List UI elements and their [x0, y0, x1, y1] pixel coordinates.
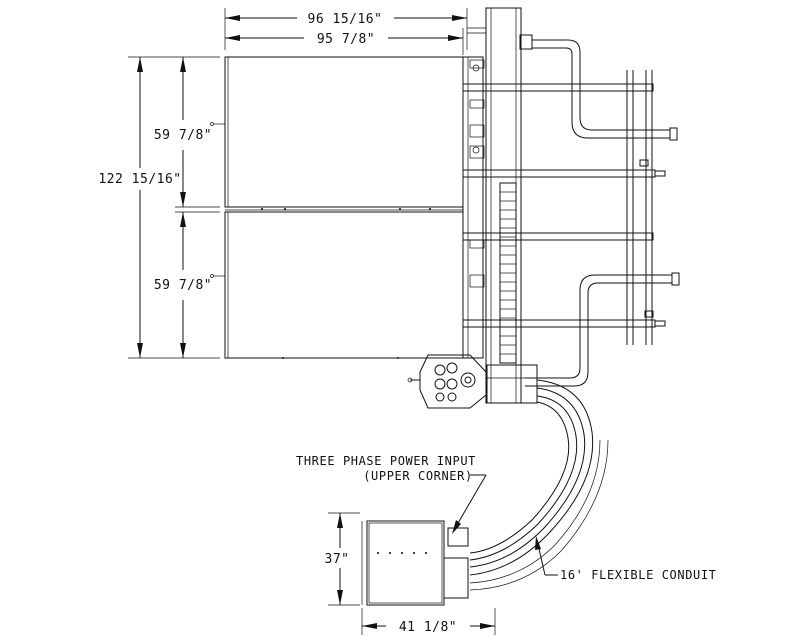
flexible-conduit	[469, 379, 609, 591]
upper-panel-height-dimension: 59 7/8"	[154, 57, 220, 208]
conduit-label: 16' FLEXIBLE CONDUIT	[560, 568, 717, 582]
top-width-dimension-outer: 96 15/16"	[224, 8, 468, 50]
control-box-height-label: 37"	[325, 552, 350, 567]
control-box-height-dimension: 37"	[325, 512, 360, 606]
power-input-label-line1: THREE PHASE POWER INPUT	[296, 454, 476, 468]
lower-panel-height-dimension: 59 7/8"	[154, 211, 220, 358]
lower-panel	[210, 208, 464, 359]
upper-pipe	[532, 39, 678, 141]
power-input-label-line2: (UPPER CORNER)	[363, 469, 473, 483]
control-box	[361, 520, 469, 606]
upper-panel	[210, 56, 464, 208]
upper-panel-height-label: 59 7/8"	[154, 128, 212, 143]
valve-assembly	[407, 354, 538, 409]
width-inner-label: 95 7/8"	[317, 32, 375, 47]
power-input-note: THREE PHASE POWER INPUT (UPPER CORNER)	[296, 454, 487, 534]
control-box-width-label: 41 1/8"	[399, 620, 457, 635]
lower-pipe	[525, 272, 680, 387]
lower-panel-height-label: 59 7/8"	[154, 278, 212, 293]
overall-height-label: 122 15/16"	[98, 172, 181, 187]
conduit-note: 16' FLEXIBLE CONDUIT	[535, 536, 717, 582]
top-width-dimension-inner: 95 7/8"	[225, 28, 464, 55]
control-box-width-dimension: 41 1/8"	[361, 608, 496, 635]
width-outer-label: 96 15/16"	[308, 12, 383, 27]
overall-height-dimension: 122 15/16"	[98, 56, 220, 359]
support-frame	[462, 7, 666, 404]
